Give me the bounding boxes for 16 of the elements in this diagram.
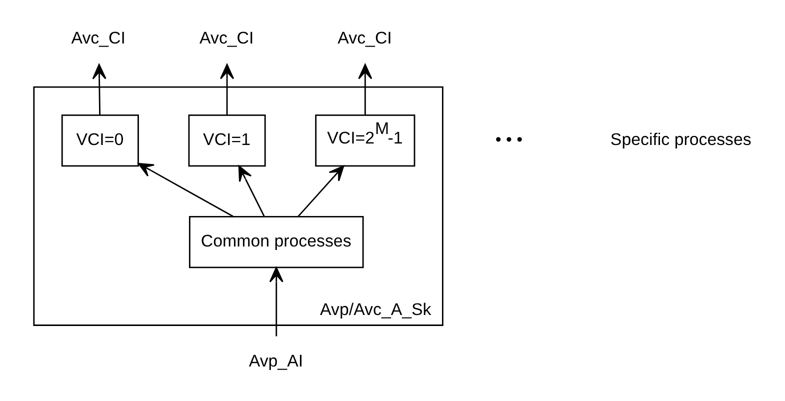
arrow bbox=[92, 64, 106, 115]
label: Specific processes bbox=[610, 130, 751, 149]
arrow bbox=[137, 162, 234, 218]
node-text: Avp_AI bbox=[248, 351, 303, 370]
node-text: Avc_CI bbox=[199, 28, 254, 48]
node-text: Avc_CI bbox=[70, 28, 125, 48]
arrow bbox=[268, 267, 283, 336]
arrow bbox=[297, 165, 344, 217]
node-box: VCI=0 bbox=[60, 114, 138, 167]
arrow bbox=[238, 165, 264, 217]
node-box: VCI=1 bbox=[188, 114, 266, 167]
label: • • • bbox=[494, 130, 522, 149]
node-box: Common processes bbox=[188, 216, 364, 268]
arrow bbox=[219, 64, 234, 115]
arrow bbox=[358, 64, 372, 115]
node-text: Avc_CI bbox=[337, 28, 392, 48]
